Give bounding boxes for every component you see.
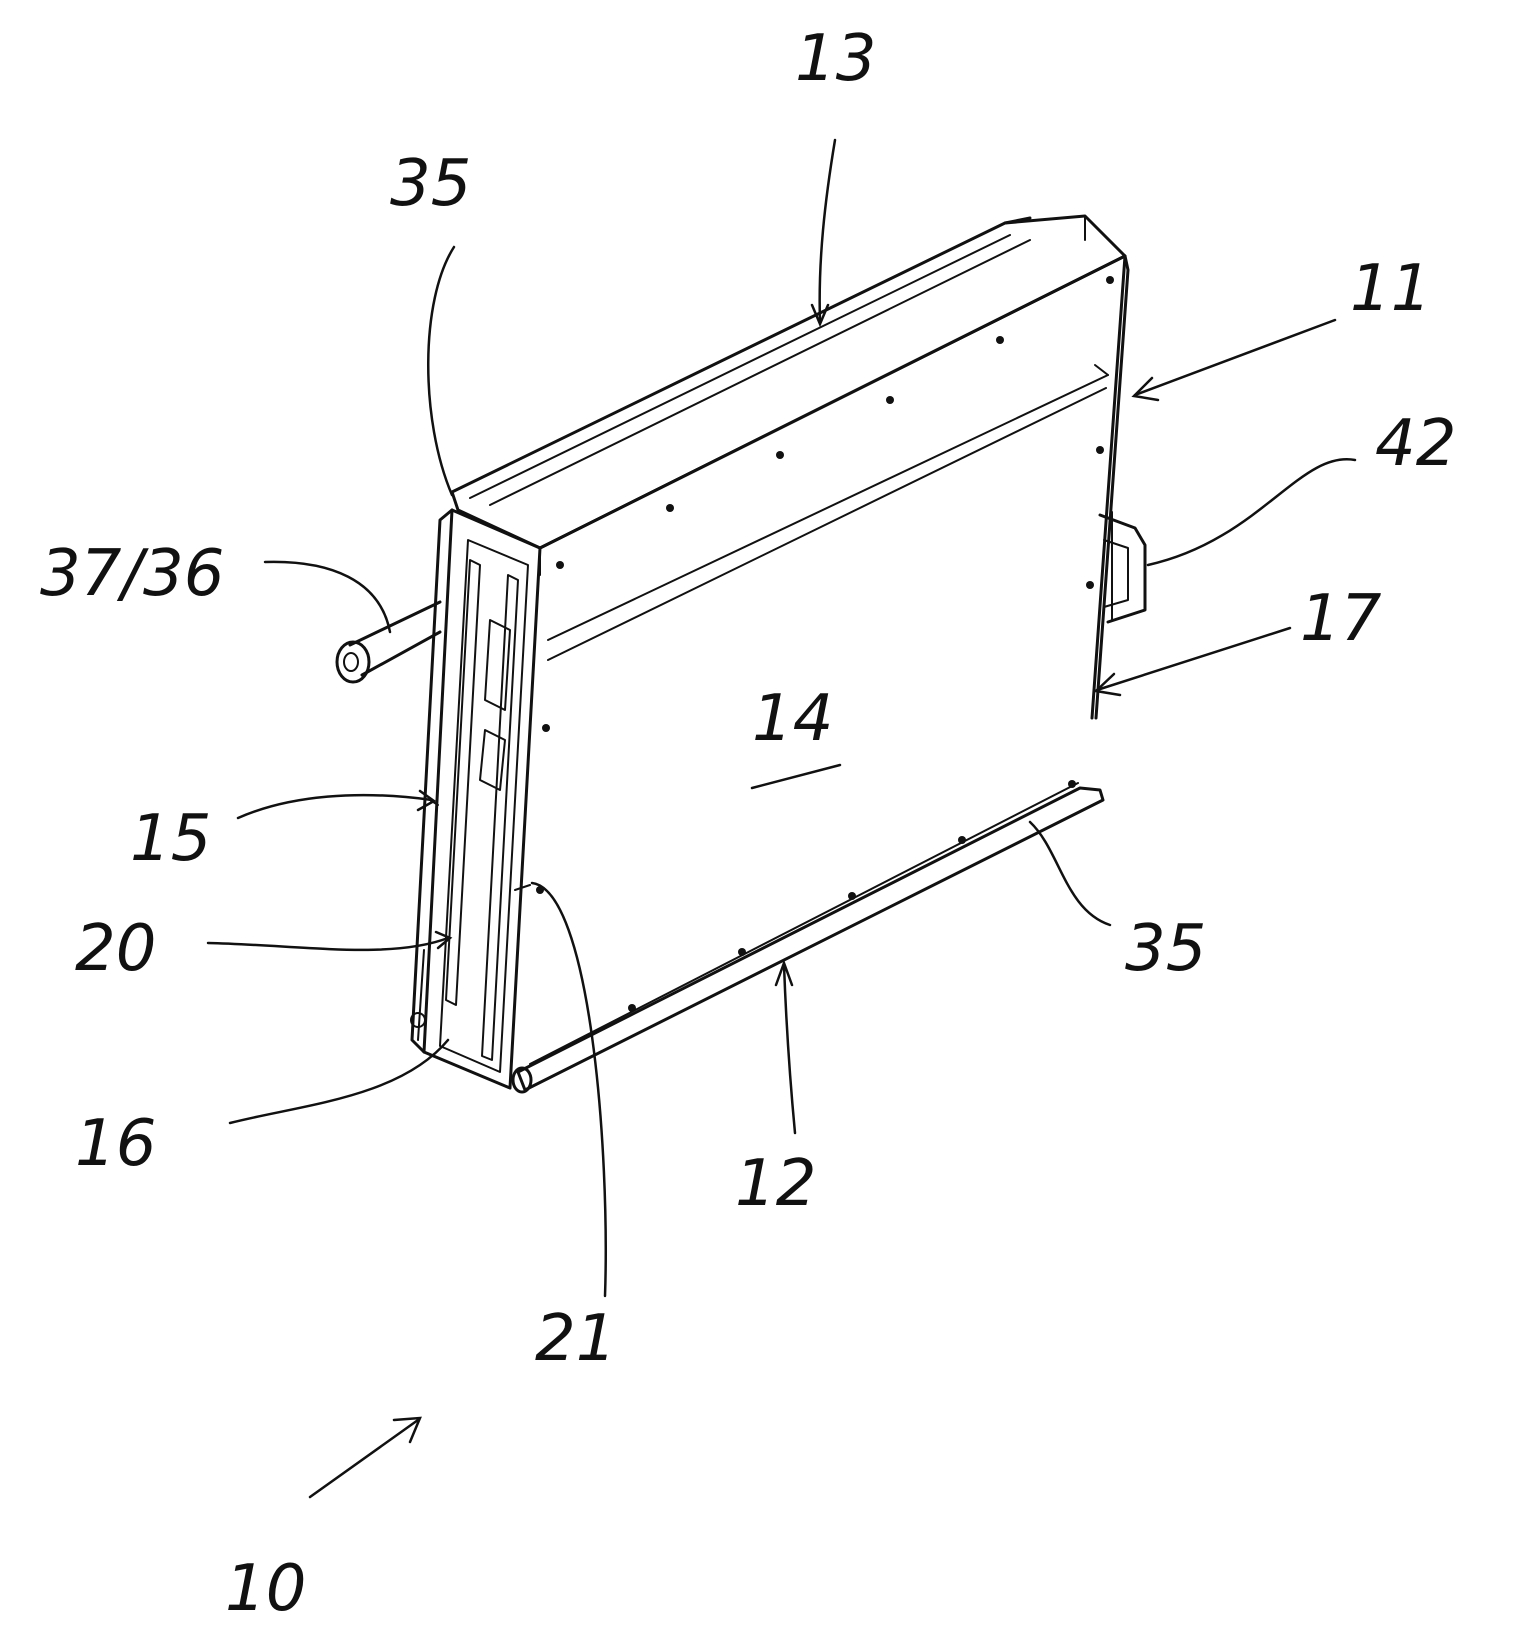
label-20: 20 xyxy=(75,912,156,986)
main-panel xyxy=(540,256,1128,718)
label-42: 42 xyxy=(1375,407,1456,481)
label-16: 16 xyxy=(75,1107,156,1181)
reference-labels: 13 35 11 42 37/36 17 14 15 20 35 16 12 2… xyxy=(40,22,1456,1626)
label-15: 15 xyxy=(130,802,211,876)
panel-rivets xyxy=(536,276,1114,894)
label-37-36: 37/36 xyxy=(40,537,224,611)
label-11: 11 xyxy=(1350,252,1431,326)
label-35-top: 35 xyxy=(390,147,471,221)
label-12: 12 xyxy=(735,1147,816,1221)
label-17: 17 xyxy=(1300,582,1382,656)
label-10: 10 xyxy=(225,1552,306,1626)
leader-lines xyxy=(208,140,1355,1497)
label-14: 14 xyxy=(752,682,833,756)
label-13: 13 xyxy=(795,22,876,96)
bottom-rail xyxy=(513,780,1103,1092)
top-rail xyxy=(452,216,1125,575)
handle xyxy=(337,602,440,682)
label-21: 21 xyxy=(535,1302,616,1376)
label-35-bottom: 35 xyxy=(1125,912,1206,986)
